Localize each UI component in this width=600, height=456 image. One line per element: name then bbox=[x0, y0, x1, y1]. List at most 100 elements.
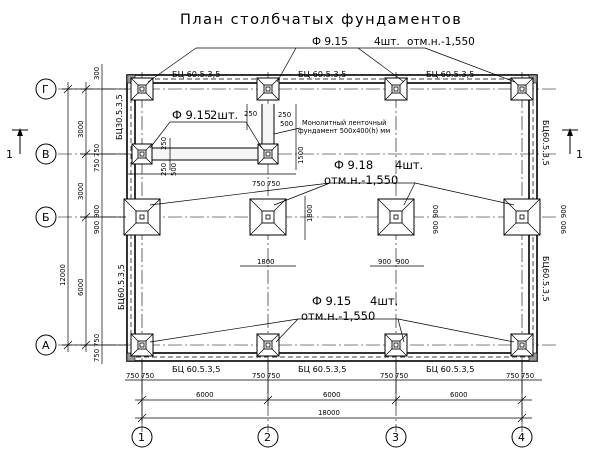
dim-3000-top: 3000 bbox=[77, 120, 85, 138]
footing-g4 bbox=[510, 77, 534, 101]
dim-900-mid-2: 900 bbox=[432, 205, 440, 218]
axis-label-a: А bbox=[42, 339, 50, 352]
beam-label-left-short: БЦ30.5.3,5 bbox=[114, 94, 124, 140]
axis-label-1: 1 bbox=[138, 431, 145, 444]
footing-v1 bbox=[131, 143, 153, 165]
footing-b4 bbox=[503, 198, 541, 236]
footing-g1 bbox=[130, 77, 154, 101]
axis-label-b: Б bbox=[42, 211, 50, 224]
footing-b1 bbox=[123, 198, 161, 236]
callout-bottom-count: 4шт. bbox=[370, 294, 398, 308]
dim-750-left-v1: 750 bbox=[93, 159, 101, 172]
dim-1500-v: 1500 bbox=[297, 146, 305, 164]
dim-750-d2: 750 bbox=[521, 372, 534, 380]
dim-900-right-2: 900 bbox=[560, 205, 568, 218]
dim-900-h2: 900 bbox=[396, 258, 409, 266]
callout-top-level: отм.н.-1,550 bbox=[407, 36, 475, 48]
dim-750-c1: 750 bbox=[380, 372, 393, 380]
footing-a1 bbox=[130, 333, 154, 357]
dim-500-top: 500 bbox=[280, 120, 293, 128]
callout-small-count: 2шт. bbox=[210, 108, 238, 122]
axis-bubble-4 bbox=[511, 426, 533, 448]
beam-label-bottom-2: БЦ 60.5.3,5 bbox=[298, 364, 346, 374]
axis-label-v: В bbox=[42, 148, 50, 161]
beam-label-top-1: БЦ 60.5.3,5 bbox=[172, 69, 220, 79]
callout-bottom-level: отм.н.-1,550 bbox=[301, 309, 375, 323]
callout-middle-level: отм.н.-1,550 bbox=[324, 173, 398, 187]
footing-a3 bbox=[384, 333, 408, 357]
footing-b2 bbox=[249, 198, 287, 236]
dim-750-d1: 750 bbox=[506, 372, 519, 380]
dim-6000-left: 6000 bbox=[77, 278, 85, 296]
beam-label-bottom-1: БЦ 60.5.3,5 bbox=[172, 364, 220, 374]
callout-leaders bbox=[147, 47, 516, 343]
dim-3000-bottom: 3000 bbox=[77, 182, 85, 200]
callout-texts: Ф 9.15 4шт. отм.н.-1,550 Ф 9.18 4шт. отм… bbox=[172, 36, 475, 323]
axis-bubble-g bbox=[35, 78, 57, 100]
footing-b3 bbox=[377, 198, 415, 236]
footing-g2 bbox=[256, 77, 280, 101]
dim-900-left-2: 900 bbox=[93, 205, 101, 218]
callout-bottom-mark: Ф 9.15 bbox=[312, 294, 351, 308]
footing-a2 bbox=[256, 333, 280, 357]
footing-g3 bbox=[384, 77, 408, 101]
axis-bubble-v bbox=[35, 143, 57, 165]
dim-750-left-a2: 750 bbox=[93, 334, 101, 347]
section-mark-right: 1 bbox=[576, 148, 583, 161]
dim-900-mid-1: 900 bbox=[432, 221, 440, 234]
dim-1800-v: 1800 bbox=[306, 204, 314, 222]
axis-bubble-1 bbox=[131, 426, 153, 448]
callout-small-mark: Ф 9.15 bbox=[172, 108, 211, 122]
axis-label-2: 2 bbox=[264, 431, 271, 444]
dim-750-left-v2: 750 bbox=[93, 144, 101, 157]
drawing-title: План столбчатых фундаментов bbox=[180, 12, 462, 28]
callout-top-count: 4шт. bbox=[374, 36, 400, 48]
dim-750-a2: 750 bbox=[141, 372, 154, 380]
dimension-lines bbox=[62, 64, 542, 424]
axis-bubbles: 1 2 3 4 Г В Б А bbox=[35, 78, 533, 448]
callout-middle-mark: Ф 9.18 bbox=[334, 158, 373, 172]
axis-bubble-a bbox=[35, 334, 57, 356]
dim-250-left-2: 250 bbox=[160, 163, 168, 176]
axis-bubble-2 bbox=[257, 426, 279, 448]
axis-label-3: 3 bbox=[392, 431, 399, 444]
callout-middle-count: 4шт. bbox=[395, 158, 423, 172]
beam-labels: БЦ 60.5.3,5 БЦ 60.5.3,5 БЦ 60.5.3,5 БЦ 6… bbox=[114, 69, 551, 374]
axis-label-g: Г bbox=[42, 83, 49, 96]
dim-750-mid2: 750 bbox=[267, 180, 280, 188]
dim-750-b2: 750 bbox=[267, 372, 280, 380]
dim-900-h1: 900 bbox=[378, 258, 391, 266]
section-marks: 1 1 bbox=[6, 128, 583, 161]
callout-top-mark: Ф 9.15 bbox=[312, 36, 348, 48]
beam-label-top-3: БЦ 60.5.3,5 bbox=[426, 69, 474, 79]
dim-750-a1: 750 bbox=[126, 372, 139, 380]
axis-bubble-3 bbox=[385, 426, 407, 448]
dim-250-left-1: 250 bbox=[160, 137, 168, 150]
dimension-texts: 6000 6000 6000 18000 750 750 750 750 750… bbox=[59, 67, 568, 417]
dim-bay-3: 6000 bbox=[450, 391, 468, 399]
dim-750-mid1: 750 bbox=[252, 180, 265, 188]
beam-label-bottom-3: БЦ 60.5.3,5 bbox=[426, 364, 474, 374]
beam-label-right-2: БЦ60.5.3,5 bbox=[541, 256, 551, 302]
dim-bay-2: 6000 bbox=[323, 391, 341, 399]
column-footings bbox=[123, 77, 541, 357]
dim-900-right-1: 900 bbox=[560, 221, 568, 234]
section-mark-left: 1 bbox=[6, 148, 13, 161]
beam-label-right-1: БЦ60.5.3,5 bbox=[541, 120, 551, 166]
dim-1800-h: 1800 bbox=[257, 258, 275, 266]
dim-overall-length: 18000 bbox=[318, 409, 340, 417]
beam-label-top-2: БЦ 60.5.3,5 bbox=[298, 69, 346, 79]
dim-500-left: 500 bbox=[170, 163, 178, 176]
dim-250-top-1: 250 bbox=[244, 110, 257, 118]
dim-250-top-2: 250 bbox=[278, 111, 291, 119]
dim-750-b1: 750 bbox=[252, 372, 265, 380]
axis-bubble-b bbox=[35, 206, 57, 228]
footing-v2 bbox=[257, 143, 279, 165]
dim-750-left-a1: 750 bbox=[93, 349, 101, 362]
dim-750-c2: 750 bbox=[395, 372, 408, 380]
dim-overall-width: 12000 bbox=[59, 264, 67, 286]
beam-label-left: БЦ60.5.3,5 bbox=[116, 264, 126, 310]
strip-note-line1: Монолитный ленточный bbox=[302, 119, 386, 127]
dim-900-left-1: 900 bbox=[93, 221, 101, 234]
